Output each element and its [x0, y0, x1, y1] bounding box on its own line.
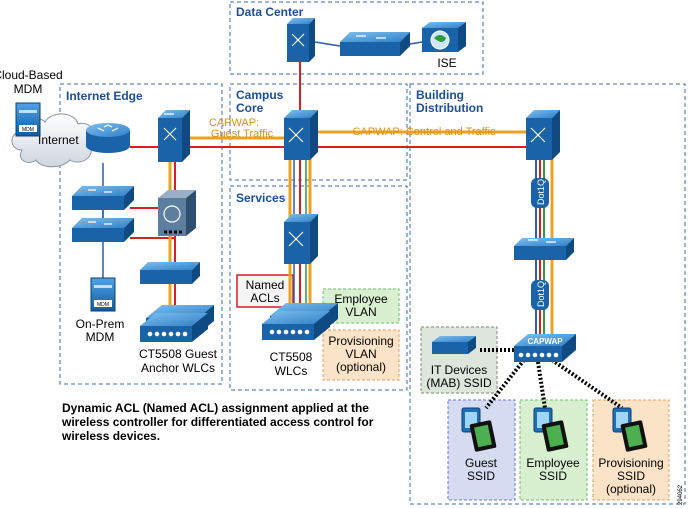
- zone-title-internet-edge: Internet Edge: [66, 89, 143, 103]
- cloud-mdm-badge: MDM: [22, 127, 34, 133]
- services-switch: [284, 214, 318, 264]
- caption-line-2: wireless controller for differentiated a…: [61, 415, 374, 429]
- guest-wlc-label: CT5508 Guest: [139, 347, 218, 361]
- prov-ssid-label-2: SSID: [617, 469, 645, 483]
- capwap-control-label: CAPWAP: Control and Traffic: [352, 126, 496, 138]
- prov-vlan-label-2: VLAN: [345, 347, 376, 361]
- edge-multilayer-switch: [158, 110, 190, 162]
- zone-internet-edge: [59, 83, 223, 385]
- zone-services: [229, 185, 408, 391]
- dot1q-label-1: Dot1Q: [536, 179, 546, 205]
- onprem-mdm-label: On-Prem: [76, 317, 125, 331]
- employee-vlan-label-2: VLAN: [345, 305, 376, 319]
- edge-switch-2: [72, 218, 134, 242]
- prov-vlan-label-3: (optional): [336, 360, 386, 374]
- named-acls-label: Named: [246, 278, 285, 292]
- dot1q-tag-1: [531, 178, 549, 208]
- zone-title-services: Services: [236, 191, 286, 205]
- provisioning-vlan-box: [322, 329, 400, 381]
- guest-ssid-label: Guest: [465, 456, 498, 470]
- cloud-mdm-label: Cloud-Based: [0, 68, 63, 82]
- employee-tablets: [533, 407, 569, 452]
- capwap-guest-label-2: Guest Traffic: [211, 128, 274, 140]
- campus-core-switch: [284, 110, 318, 160]
- capwap-guest-label: CAPWAP:: [209, 117, 259, 129]
- onprem-mdm-server: [90, 277, 116, 312]
- employee-ssid-label-2: SSID: [539, 469, 567, 483]
- figure-id: 294062: [678, 484, 684, 505]
- zone-data-center: [229, 1, 484, 75]
- internet-label: Internet: [38, 133, 79, 147]
- internet-edge-router: [86, 123, 130, 153]
- zone-title-campus-core-2: Core: [236, 101, 264, 115]
- ise-label: ISE: [437, 56, 456, 70]
- guest-wlc-label-2: Anchor WLCs: [141, 361, 215, 375]
- ise-server: [422, 22, 466, 52]
- zone-title-campus-core: Campus: [236, 88, 284, 102]
- building-access-switch: [514, 238, 574, 260]
- guest-tablets: [461, 407, 497, 452]
- employee-vlan-label: Employee: [334, 292, 388, 306]
- prov-ssid-label: Provisioning: [598, 456, 663, 470]
- provisioning-tablets: [612, 407, 648, 452]
- dc-multilayer-switch: [287, 18, 315, 62]
- onprem-mdm-label-2: MDM: [86, 330, 115, 344]
- wlc-label-2: WLCs: [275, 364, 308, 378]
- zone-boxes: [59, 1, 686, 505]
- zone-building-distribution: [409, 83, 686, 505]
- guest-anchor-wlcs: [140, 305, 214, 342]
- dc-link-2: [409, 41, 423, 45]
- dot1q-tag-2: [531, 280, 549, 310]
- it-devices-label-2: (MAB) SSID: [426, 376, 492, 390]
- dc-switch: [340, 32, 410, 56]
- guest-ssid-label-2: SSID: [467, 469, 495, 483]
- firewall: [158, 190, 196, 236]
- edge-access-switch: [140, 262, 200, 284]
- cloud-mdm-server: [15, 102, 41, 137]
- building-dist-switch: [526, 110, 560, 160]
- zone-title-data-center: Data Center: [236, 5, 304, 19]
- access-point: [514, 334, 576, 362]
- it-devices-label: IT Devices: [431, 363, 487, 377]
- ap-capwap-label: CAPWAP: [527, 337, 563, 346]
- onprem-mdm-badge: MDM: [97, 302, 109, 308]
- named-acls-box: [236, 274, 294, 308]
- caption-line-3: wireless devices.: [61, 429, 160, 443]
- named-acls-label-2: ACLs: [250, 291, 279, 305]
- cloud-mdm-label-2: MDM: [14, 82, 43, 96]
- employee-ssid-label: Employee: [526, 456, 580, 470]
- edge-switch-1: [72, 186, 134, 210]
- wlc-label: CT5508: [270, 350, 313, 364]
- prov-vlan-label: Provisioning: [328, 334, 393, 348]
- dc-link-1: [314, 41, 341, 47]
- zone-title-building: Building: [416, 88, 464, 102]
- zone-title-distribution: Distribution: [416, 101, 483, 115]
- caption-line-1: Dynamic ACL (Named ACL) assignment appli…: [62, 401, 369, 415]
- it-device: [432, 336, 476, 354]
- services-wlcs: [262, 303, 338, 340]
- prov-ssid-label-3: (optional): [606, 482, 656, 496]
- dot1q-label-2: Dot1Q: [536, 281, 546, 307]
